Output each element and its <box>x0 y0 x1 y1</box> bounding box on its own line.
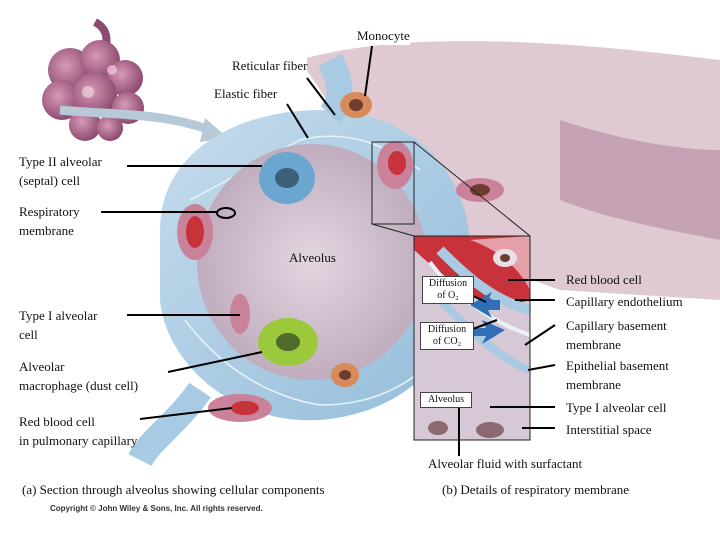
label-capillary-basement-membrane: Capillary basement membrane <box>566 318 667 352</box>
alveolar-sac-cluster <box>42 18 144 141</box>
label-red-blood-cell: Red blood cell <box>566 272 642 287</box>
label-type2-cell: Type II alveolar (septal) cell <box>19 154 102 188</box>
box-diffusion-co2: Diffusion of CO₂ <box>420 322 474 350</box>
label-interstitial-space: Interstitial space <box>566 422 652 437</box>
label-alveolar-fluid: Alveolar fluid with surfactant <box>428 456 583 471</box>
label-elastic-fiber: Elastic fiber <box>214 84 278 103</box>
zoom-indicator <box>371 141 531 441</box>
label-reticular-fiber: Reticular fiber <box>232 56 308 75</box>
label-capillary-endothelium: Capillary endothelium <box>566 294 683 309</box>
leader-lines <box>101 45 556 456</box>
label-alveolus: Alveolus <box>289 250 336 265</box>
label-alveolar-macrophage: Alveolar macrophage (dust cell) <box>19 359 139 393</box>
copyright-notice: Copyright © John Wiley & Sons, Inc. All … <box>50 504 263 513</box>
box-diffusion-o2: Diffusion of O₂ <box>422 276 474 304</box>
label-type1-cell: Type I alveolar cell <box>19 308 98 342</box>
label-rbc-pulmonary-capillary: Red blood cell in pulmonary capillary <box>19 414 138 448</box>
label-respiratory-membrane: Respiratory membrane <box>19 204 80 238</box>
label-monocyte: Monocyte <box>357 26 410 45</box>
adjacent-alveolus <box>560 120 720 240</box>
label-epithelial-basement-membrane: Epithelial basement membrane <box>566 358 669 392</box>
caption-b: (b) Details of respiratory membrane <box>442 482 629 497</box>
alveolus-lumen <box>197 144 427 380</box>
wall-cells <box>177 92 504 422</box>
background-tissue <box>300 41 720 300</box>
label-type1-alveolar-cell-detail: Type I alveolar cell <box>566 400 667 415</box>
box-alveolus: Alveolus <box>420 392 472 408</box>
caption-a: (a) Section through alveolus showing cel… <box>22 482 325 497</box>
